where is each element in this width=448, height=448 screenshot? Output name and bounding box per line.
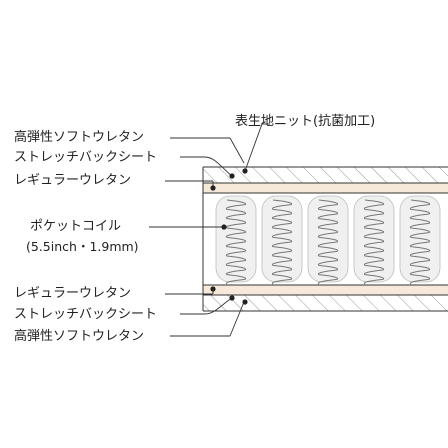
top-stretch-sheet-label: ストレッチバックシート [14, 150, 158, 165]
bottom-soft-urethane-label: 高弾性ソフトウレタン [14, 329, 145, 344]
bottom-stretch-sheet-label: ストレッチバックシート [14, 307, 158, 322]
bottom-stretch-dot [229, 295, 235, 301]
bottom-regular-urethane-label: レギュラーウレタン [14, 286, 132, 301]
coil-spring [271, 199, 293, 285]
top-soft-urethane-label: 高弾性ソフトウレタン [14, 130, 145, 145]
coil-pocket [399, 195, 441, 283]
pocket-coil-size-label: (5.5inch・1.9mm) [26, 239, 139, 254]
callout-dots [210, 168, 248, 305]
bottom-regular-urethane-layer [203, 285, 448, 295]
layer-outlines [202, 166, 448, 312]
coil-dot [221, 224, 227, 230]
coil-spring [225, 199, 247, 285]
top-regular-urethane-label: レギュラーウレタン [14, 173, 132, 188]
coil-pocket [261, 195, 303, 283]
coil-spring [317, 199, 339, 285]
leader-lines [149, 123, 270, 337]
bottom-soft-urethane-layer [203, 295, 448, 311]
coil-pocket [215, 195, 257, 283]
top-regular-urethane-layer [203, 183, 448, 193]
coil-pocket [353, 195, 395, 283]
coil-spring [363, 199, 385, 285]
cover-knit-label: 表生地ニット(抗菌加工) [235, 114, 376, 129]
top-stretch-dot [229, 173, 235, 179]
pocket-coil-label: ポケットコイル [30, 219, 122, 234]
cover-dot [242, 168, 248, 174]
coil-spring [409, 199, 431, 285]
top-regular-dot [210, 185, 216, 191]
pocket-coil-springs [215, 195, 441, 285]
coil-pocket [307, 195, 349, 283]
bottom-soft-dot [242, 299, 248, 305]
bottom-regular-dot [210, 286, 216, 292]
top-soft-urethane-layer [203, 167, 448, 183]
